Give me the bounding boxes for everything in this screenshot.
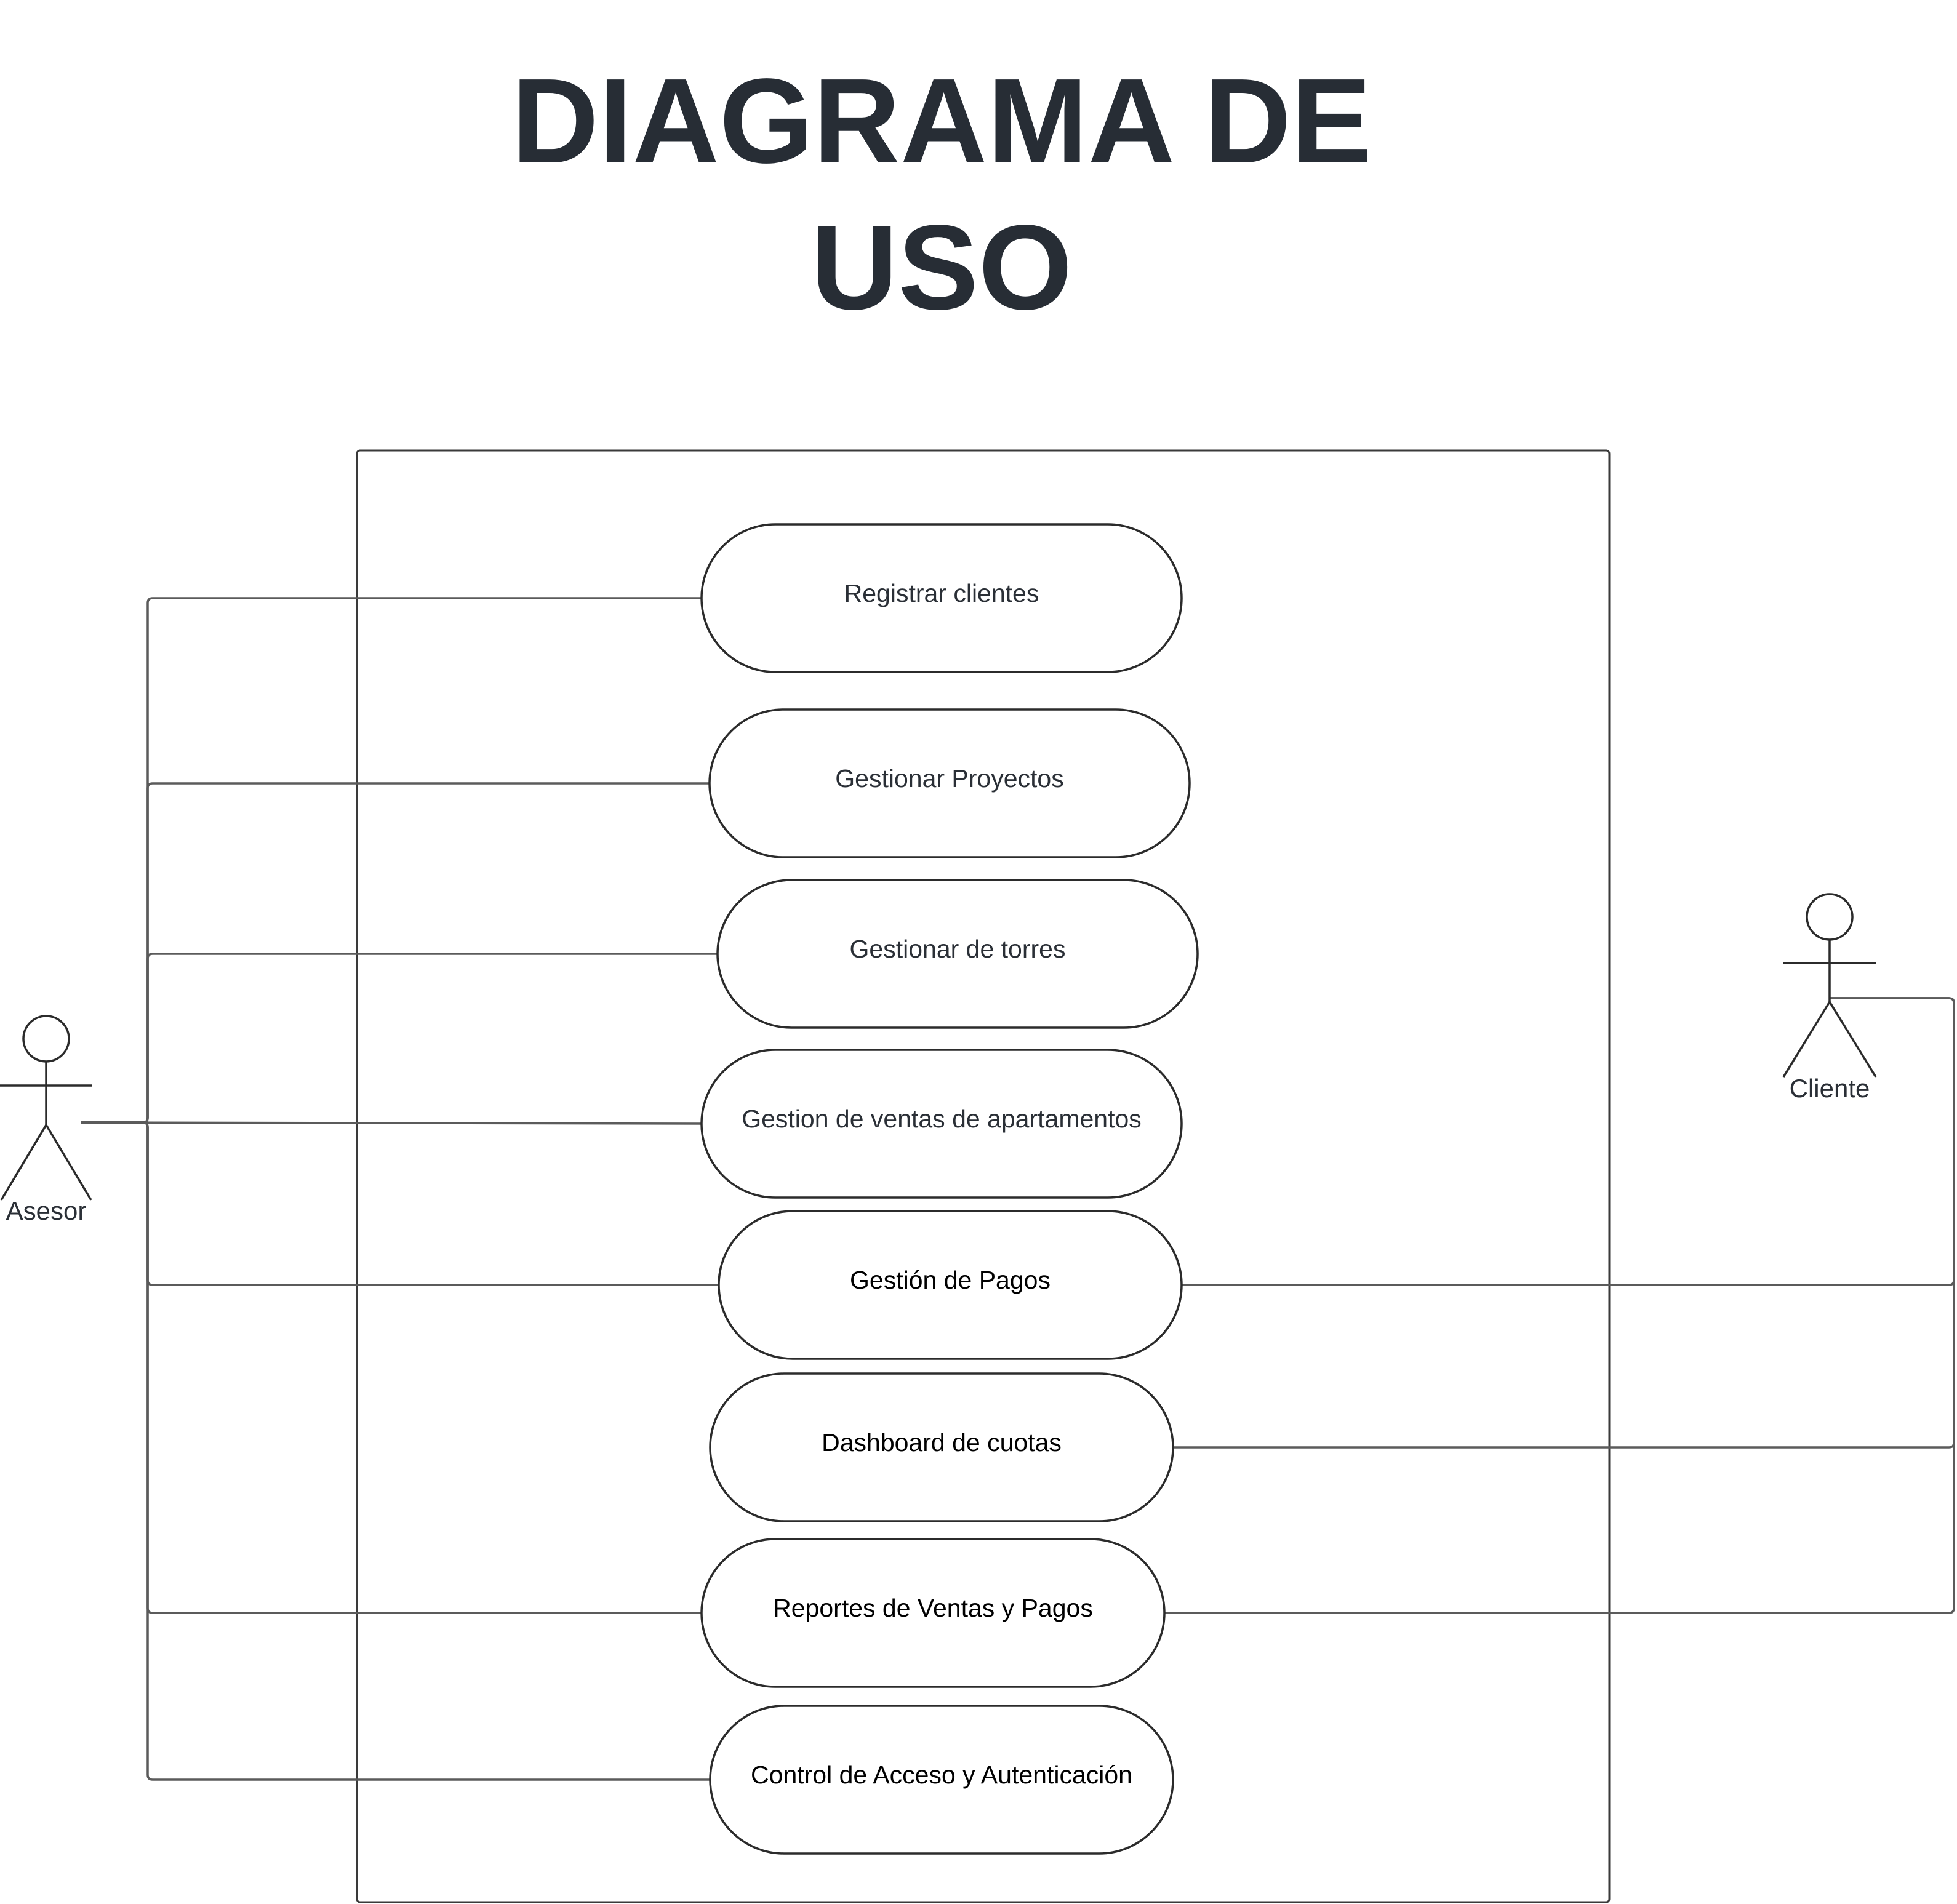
- cliente-label: Cliente: [1790, 1074, 1870, 1103]
- association-asesor-gestion-de-ventas-de-apartamentos: [81, 1121, 702, 1125]
- use-case-gestion-de-ventas-de-apartamentos[interactable]: Gestion de ventas de apartamentos: [700, 1049, 1183, 1199]
- diagram-title-line-1: DIAGRAMA DE: [511, 54, 1371, 188]
- asesor-label: Asesor: [6, 1196, 87, 1225]
- diagram-title-line-2: USO: [811, 200, 1073, 335]
- use-case-label: Gestión de Pagos: [850, 1266, 1051, 1294]
- use-case-dashboard-de-cuotas[interactable]: Dashboard de cuotas: [709, 1372, 1174, 1522]
- use-case-gestion-de-pagos[interactable]: Gestión de Pagos: [718, 1210, 1183, 1360]
- use-case-registrar-clientes[interactable]: Registrar clientes: [700, 523, 1183, 673]
- use-case-gestionar-proyectos[interactable]: Gestionar Proyectos: [708, 708, 1191, 858]
- use-case-shape: [709, 1705, 1174, 1855]
- use-case-label: Reportes de Ventas y Pagos: [773, 1594, 1093, 1622]
- association-lines: [81, 597, 1955, 1781]
- use-case-label: Gestionar de torres: [850, 935, 1066, 963]
- use-case-shape: [709, 1372, 1174, 1522]
- use-case-label: Control de Acceso y Autenticación: [751, 1761, 1132, 1789]
- asesor-right-leg: [45, 1124, 92, 1201]
- use-case-shape: [700, 523, 1183, 673]
- use-case-label: Gestionar Proyectos: [835, 764, 1063, 793]
- cliente-left-leg: [1782, 1001, 1831, 1078]
- use-case-control-de-acceso-y-autenticacion[interactable]: Control de Acceso y Autenticación: [709, 1705, 1174, 1855]
- use-case-shape: [700, 1049, 1183, 1199]
- cliente-right-leg: [1828, 1001, 1877, 1078]
- actor-asesor[interactable]: Asesor: [0, 1015, 92, 1225]
- use-case-reportes-de-ventas-y-pagos[interactable]: Reportes de Ventas y Pagos: [700, 1538, 1166, 1688]
- association-asesor-control-de-acceso-y-autenticacion: [81, 1121, 710, 1781]
- use-case-shape: [708, 708, 1191, 858]
- use-case-label: Dashboard de cuotas: [822, 1428, 1062, 1457]
- use-case-shape: [716, 879, 1199, 1029]
- asesor-head: [22, 1015, 70, 1063]
- actor-cliente[interactable]: Cliente: [1782, 893, 1877, 1103]
- cliente-head: [1806, 893, 1854, 941]
- asesor-left-leg: [0, 1124, 47, 1201]
- use-case-label: Registrar clientes: [844, 579, 1039, 607]
- use-case-shape: [700, 1538, 1166, 1688]
- association-cliente-reportes-de-ventas-y-pagos: [1164, 997, 1955, 1614]
- use-case-label: Gestion de ventas de apartamentos: [742, 1105, 1142, 1133]
- use-case-shape: [718, 1210, 1183, 1360]
- use-case-gestionar-de-torres[interactable]: Gestionar de torres: [716, 879, 1199, 1029]
